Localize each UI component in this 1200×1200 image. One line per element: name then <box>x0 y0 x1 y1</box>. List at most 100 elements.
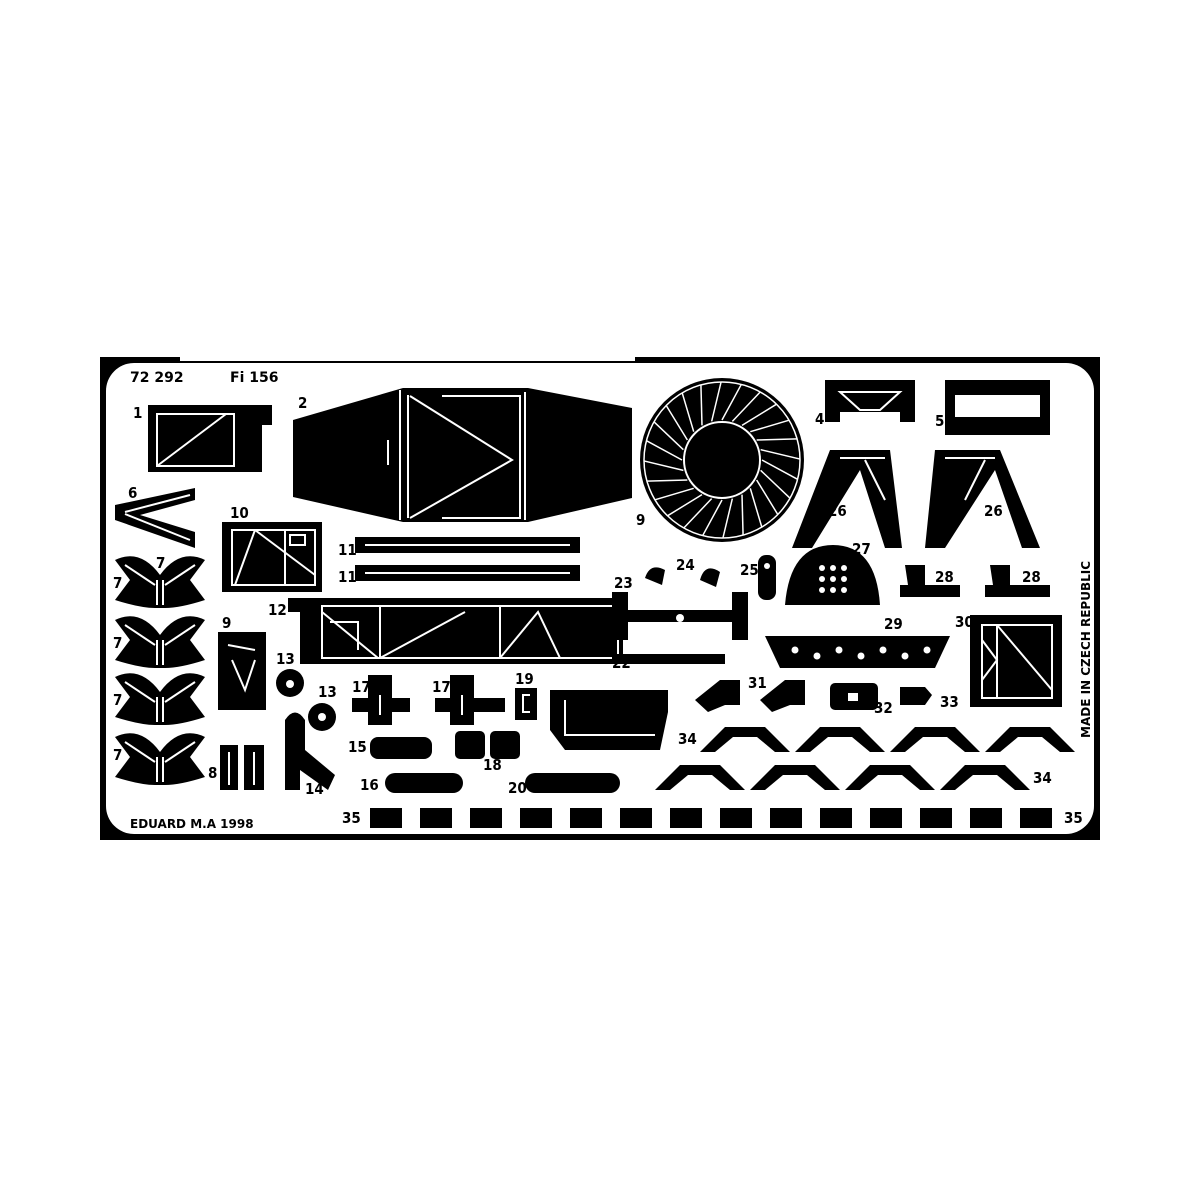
part-number-label: 32 <box>874 699 893 717</box>
part-number-label: 24 <box>676 556 695 574</box>
part-number-label: 30 <box>955 613 974 631</box>
instrument-dial <box>830 565 836 571</box>
part-number-label: 11 <box>338 568 357 586</box>
wheel-spoke <box>643 460 684 472</box>
part-35 <box>620 808 652 828</box>
part-23 <box>612 592 748 640</box>
part-35 <box>820 808 852 828</box>
panel-hole <box>813 652 821 660</box>
part-16 <box>385 773 463 793</box>
wheel-spoke <box>756 479 779 515</box>
wheel-spoke <box>702 499 723 536</box>
part-number-label: 22 <box>612 654 631 672</box>
part-35 <box>870 808 902 828</box>
part-number-label: 7 <box>113 746 122 764</box>
panel-hole <box>879 646 887 654</box>
part-7 <box>115 673 205 725</box>
part-number-label: 35 <box>342 809 361 827</box>
part-7-detail <box>124 741 196 782</box>
part-7-body <box>115 733 205 785</box>
part-12 <box>288 598 623 664</box>
part-4 <box>825 380 915 422</box>
part-35 <box>1020 808 1052 828</box>
part-35 <box>770 808 802 828</box>
wheel-spoke <box>750 419 790 433</box>
part-number-label: 1 <box>133 404 142 422</box>
part-7 <box>115 733 205 785</box>
part-24 <box>645 567 720 587</box>
part-number-label: 11 <box>338 541 357 559</box>
part-22 <box>612 654 725 664</box>
part-32 <box>830 683 878 710</box>
part-number-label: 16 <box>360 776 379 794</box>
wheel-spoke <box>646 479 688 482</box>
part-34 <box>700 727 790 752</box>
part-number-label: 26 <box>984 502 1003 520</box>
part-9-small <box>218 632 266 710</box>
wheel-spoke <box>741 494 744 536</box>
part-2 <box>293 388 632 522</box>
maker-text: EDUARD M.A 1998 <box>130 817 254 831</box>
part-number-label: 12 <box>268 601 287 619</box>
part-number-label: 29 <box>884 615 903 633</box>
part-number-label: 4 <box>815 410 824 428</box>
part-number-label: 27 <box>852 540 871 558</box>
part-number-label: 7 <box>113 691 122 709</box>
part-14 <box>285 712 335 790</box>
set-number: 72 292 <box>130 370 184 386</box>
wheel-spoke <box>681 392 695 432</box>
part-number-label: 5 <box>935 412 944 430</box>
wheel-spoke <box>760 448 801 460</box>
part-7 <box>115 616 205 668</box>
part-35 <box>720 808 752 828</box>
part-34 <box>845 765 935 790</box>
part-number-label: 6 <box>128 484 137 502</box>
part-33 <box>900 687 932 705</box>
wheel-spoke <box>665 405 688 441</box>
part-number-label: 18 <box>483 756 502 774</box>
part-number-label: 2 <box>298 394 307 412</box>
part-17-a <box>352 675 410 725</box>
instrument-dial <box>841 587 847 593</box>
wheel-spoke <box>731 391 761 422</box>
part-26-a <box>792 450 902 548</box>
part-28-b <box>985 565 1050 597</box>
part-35 <box>420 808 452 828</box>
made-in-text: MADE IN CZECH REPUBLIC <box>1079 561 1093 738</box>
part-7-detail <box>124 624 196 665</box>
instrument-dial <box>830 576 836 582</box>
part-number-label: 10 <box>230 504 249 522</box>
part-6 <box>115 488 195 548</box>
instrument-dial <box>819 565 825 571</box>
wheel-spoke <box>654 487 694 501</box>
part-7-body <box>115 616 205 668</box>
part-35 <box>370 808 402 828</box>
instrument-dial <box>841 565 847 571</box>
panel-hole <box>857 652 865 660</box>
part-35 <box>570 808 602 828</box>
wheel-rim <box>643 381 801 539</box>
part-15 <box>370 737 432 759</box>
part-7-body <box>115 673 205 725</box>
wheel-spoke <box>653 421 684 451</box>
part-7-body <box>115 556 205 608</box>
part-34 <box>890 727 980 752</box>
part-1 <box>148 405 272 472</box>
part-20 <box>525 773 620 793</box>
wheel-spoke <box>760 469 791 499</box>
wheel-spoke <box>710 381 722 422</box>
part-34 <box>795 727 885 752</box>
instrument-dial <box>841 576 847 582</box>
part-number-label: 17 <box>352 678 371 696</box>
part-7 <box>115 556 205 608</box>
aircraft-name: Fi 156 <box>230 370 278 386</box>
part-number-label: 34 <box>1033 769 1052 787</box>
part-35 <box>970 808 1002 828</box>
part-number-label: 13 <box>276 650 295 668</box>
part-number-label: 17 <box>432 678 451 696</box>
part-number-label: 34 <box>678 730 697 748</box>
part-number-label: 13 <box>318 683 337 701</box>
part-number-label: 7 <box>156 554 165 572</box>
part-8 <box>220 745 264 790</box>
